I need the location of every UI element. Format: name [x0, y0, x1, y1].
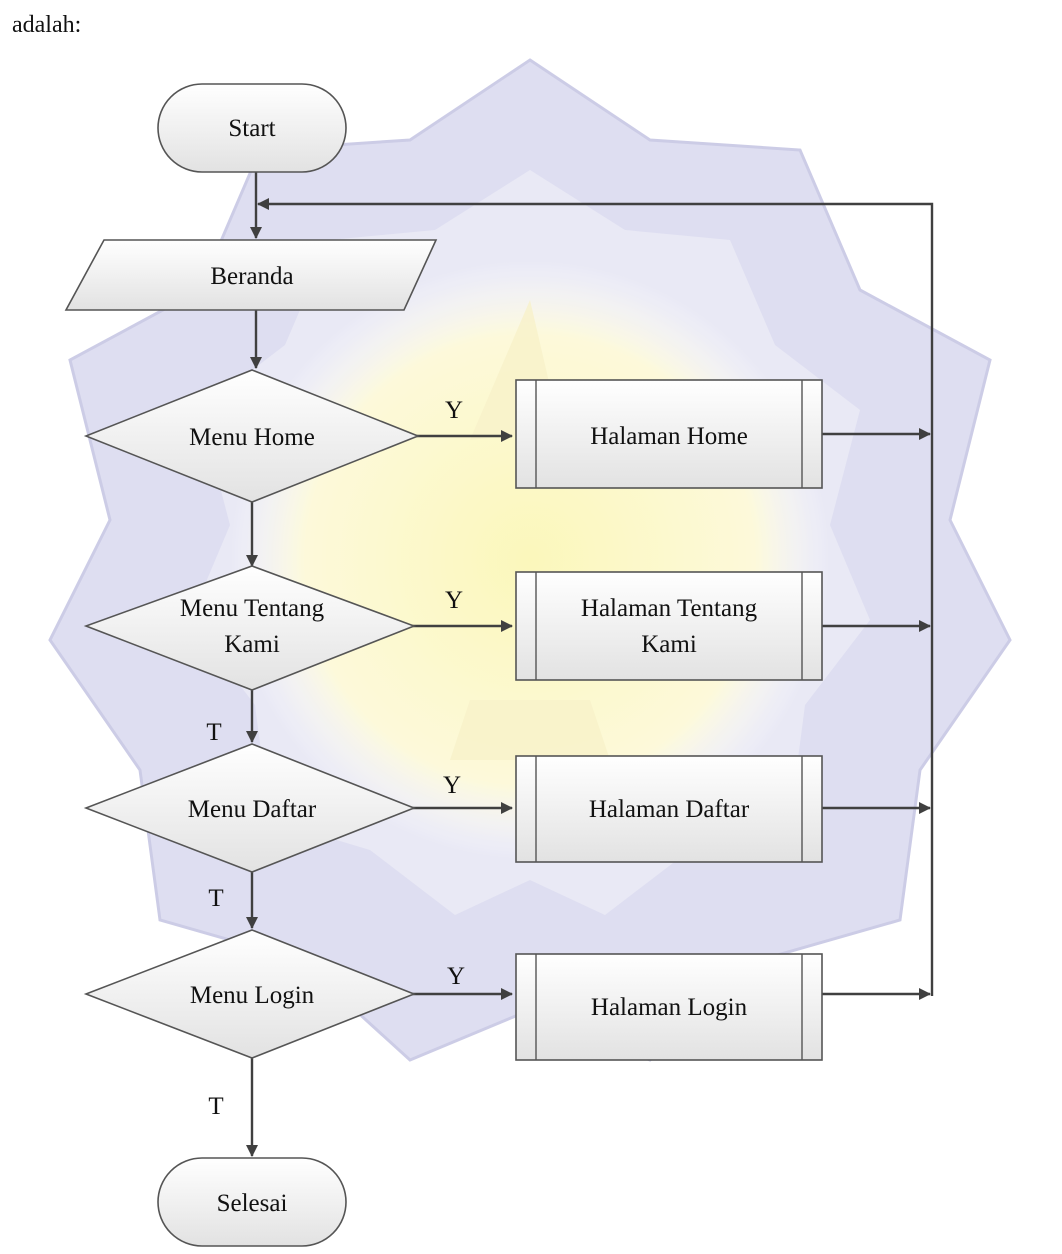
beranda-label: Beranda [210, 263, 293, 290]
node-halaman-home: Halaman Home [515, 379, 823, 489]
edge-labels: Y Y Y Y T T T [206, 397, 465, 1120]
no-label-daftar: T [208, 885, 223, 912]
node-menu-home: Menu Home [83, 369, 421, 503]
node-menu-daftar: Menu Daftar [83, 743, 417, 873]
selesai-label: Selesai [217, 1190, 288, 1217]
menu-tentang-label-line2: Kami [224, 631, 280, 658]
yes-label-daftar: Y [443, 772, 461, 799]
yes-label-tentang: Y [445, 587, 463, 614]
menu-daftar-label: Menu Daftar [188, 796, 317, 823]
yes-label-login: Y [447, 963, 465, 990]
halaman-home-label: Halaman Home [590, 423, 748, 450]
node-halaman-login: Halaman Login [515, 953, 823, 1061]
start-label: Start [228, 115, 275, 142]
node-start: Start [157, 83, 347, 173]
yes-label-home: Y [445, 397, 463, 424]
edge-return-loop [257, 198, 934, 996]
no-label-login: T [208, 1093, 223, 1120]
node-halaman-tentang-kami: Halaman Tentang Kami [515, 571, 823, 681]
halaman-tentang-label-line1: Halaman Tentang [581, 595, 758, 622]
watermark-emblem [450, 300, 610, 760]
node-menu-login: Menu Login [83, 929, 417, 1059]
node-menu-tentang-kami: Menu Tentang Kami [83, 565, 417, 691]
node-selesai: Selesai [157, 1157, 347, 1247]
menu-tentang-label-line1: Menu Tentang [180, 595, 325, 622]
halaman-tentang-label-line2: Kami [641, 631, 697, 658]
menu-login-label: Menu Login [190, 982, 315, 1009]
node-beranda: Beranda [64, 239, 438, 311]
watermark-seal [48, 58, 1012, 1062]
node-halaman-daftar: Halaman Daftar [515, 755, 823, 863]
connectors [246, 172, 934, 1157]
menu-home-label: Menu Home [189, 424, 315, 451]
halaman-daftar-label: Halaman Daftar [589, 796, 750, 823]
intro-text: adalah: [12, 12, 82, 38]
halaman-login-label: Halaman Login [591, 994, 748, 1021]
no-label-tentang: T [206, 719, 221, 746]
